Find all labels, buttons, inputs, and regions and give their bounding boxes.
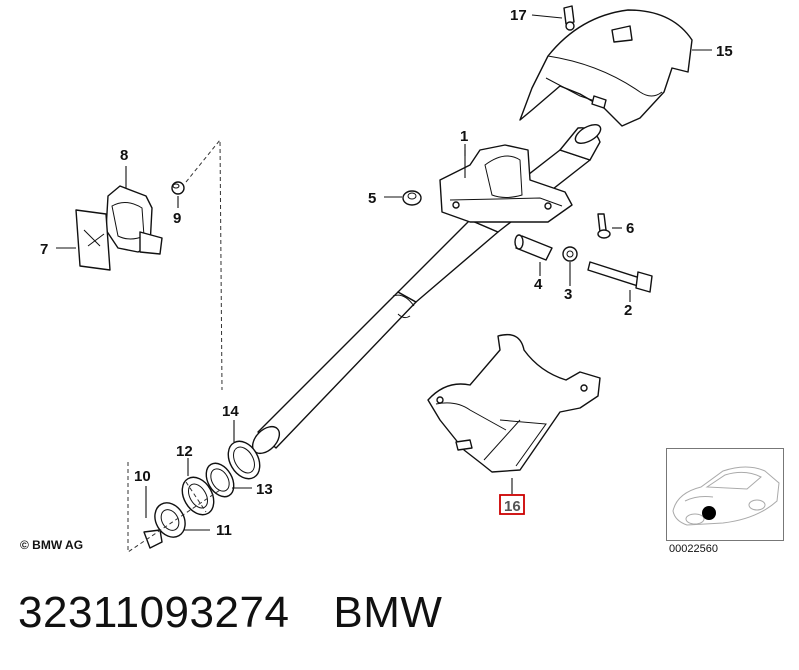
callout-14: 14 (222, 403, 239, 420)
callout-5: 5 (368, 190, 376, 207)
brand-name: BMW (333, 588, 443, 637)
dashed-guide-lines (127, 138, 223, 553)
exploded-parts-diagram: 17 15 1 5 6 4 3 2 7 8 9 14 13 12 10 11 1… (40, 5, 733, 553)
callout-6: 6 (626, 220, 634, 237)
callout-10: 10 (134, 468, 151, 485)
part-5-nut (402, 190, 422, 206)
footer-caption: 32311093274 BMW (18, 588, 442, 638)
car-outline-icon (672, 466, 780, 526)
part-17-screw (563, 5, 575, 31)
callout-8: 8 (120, 147, 128, 164)
part-6-screw (597, 213, 611, 239)
callout-13: 13 (256, 481, 273, 498)
highlight-box (499, 494, 525, 515)
part-9-clip (171, 181, 185, 195)
location-marker-icon (702, 506, 716, 520)
callout-1: 1 (460, 128, 468, 145)
callout-4: 4 (534, 276, 543, 293)
part-14-ring (227, 440, 261, 480)
part-2-bolt (587, 261, 653, 293)
part-number: 32311093274 (18, 588, 290, 637)
callout-9: 9 (173, 210, 181, 227)
part-13-ring (205, 462, 235, 498)
thumbnail-code: 00022560 (669, 543, 718, 555)
part-10-clip (143, 529, 163, 549)
callout-12: 12 (176, 443, 193, 460)
part-16-lower-trim-cover (427, 333, 601, 473)
vehicle-location-thumbnail (666, 448, 784, 541)
part-3-washer (562, 246, 578, 262)
leader-lines (56, 14, 712, 531)
callout-11: 11 (216, 522, 232, 539)
callout-3: 3 (564, 286, 572, 303)
callout-7: 7 (40, 241, 48, 258)
part-11-bearing (154, 502, 186, 538)
callout-16-highlighted[interactable]: 16 (504, 498, 521, 515)
part-4-sleeve (514, 234, 553, 261)
copyright-notice: © BMW AG (20, 538, 84, 552)
callout-17: 17 (510, 7, 527, 24)
part-8-mount-bracket (105, 185, 163, 255)
part-12-bearing (181, 476, 215, 516)
callout-2: 2 (624, 302, 632, 319)
callout-15: 15 (716, 43, 733, 60)
part-15-upper-trim-cover (519, 9, 693, 127)
part-7-plate (75, 209, 111, 271)
